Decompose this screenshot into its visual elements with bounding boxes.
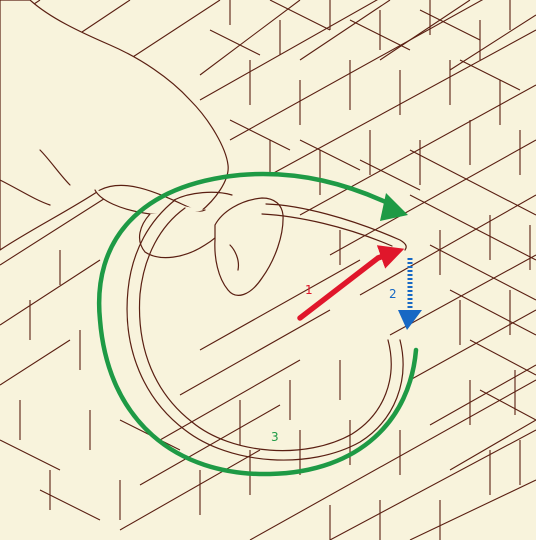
step-1-label: 1 xyxy=(305,283,313,297)
step-1-arrow xyxy=(300,252,395,318)
arrowhead-icon xyxy=(380,193,408,221)
arrow-icon xyxy=(300,252,395,318)
step-3-label: 3 xyxy=(271,430,279,444)
step-2-label: 2 xyxy=(389,287,397,301)
